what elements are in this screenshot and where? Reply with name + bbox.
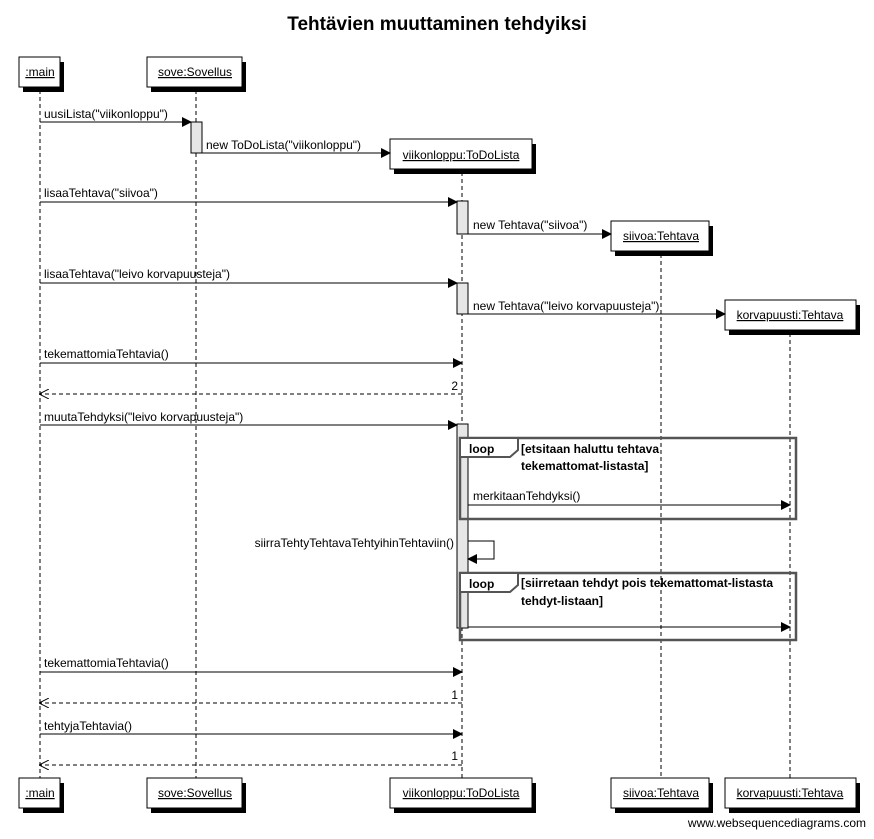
message-8: muutaTehdyksi("leivo korvapuusteja") <box>40 410 458 430</box>
participant-label: :main <box>25 786 54 800</box>
message-label: merkitaanTehdyksi() <box>473 489 580 503</box>
message-4: lisaaTehtava("leivo korvapuusteja") <box>40 267 458 288</box>
activation-sove <box>190 121 203 154</box>
participant-label: viikonloppu:ToDoLista <box>403 786 520 800</box>
message-13: 1 <box>40 688 462 703</box>
participant-label: siivoa:Tehtava <box>623 229 699 243</box>
messages: uusiLista("viikonloppu") new ToDoLista("… <box>40 107 791 765</box>
message-0: uusiLista("viikonloppu") <box>40 107 192 127</box>
message-label: new Tehtava("leivo korvapuusteja") <box>473 299 659 313</box>
message-label: siirraTehtyTehtavaTehtyihinTehtaviin() <box>255 536 454 550</box>
activations <box>190 121 469 629</box>
message-label: tekemattomiaTehtavia() <box>44 347 169 361</box>
participant-siivoa-bottom[interactable]: siivoa:Tehtava <box>610 777 713 813</box>
message-6: tekemattomiaTehtavia() <box>40 347 463 368</box>
activation-viikonloppu-2 <box>456 282 469 315</box>
message-label: 1 <box>451 749 458 763</box>
participant-viikonloppu-bottom[interactable]: viikonloppu:ToDoLista <box>389 777 536 813</box>
message-2: lisaaTehtava("siivoa") <box>40 186 458 207</box>
loop-condition: [siirretaan tehdyt pois tekemattomat-lis… <box>521 576 773 590</box>
loop-frame-1: loop [etsitaan haluttu tehtava tekematto… <box>458 436 798 521</box>
message-label: new Tehtava("siivoa") <box>473 218 587 232</box>
loop-frame-2: loop [siirretaan tehdyt pois tekemattoma… <box>458 571 798 642</box>
loop-condition: tehdyt-listaan] <box>521 594 603 608</box>
loop-condition: [etsitaan haluttu tehtava <box>521 442 659 456</box>
diagram-title: Tehtävien muuttaminen tehdyiksi <box>287 14 586 35</box>
watermark-text[interactable]: www.websequencediagrams.com <box>687 816 866 830</box>
activation-viikonloppu-1 <box>456 200 469 235</box>
message-14: tehtyjaTehtavia() <box>40 719 463 739</box>
message-9: merkitaanTehdyksi() <box>468 489 791 510</box>
participant-boxes-top: :main sove:Sovellus viikonloppu:ToDoList… <box>18 56 860 335</box>
activation-viikonloppu-3 <box>456 423 469 629</box>
message-label: tehtyjaTehtavia() <box>44 719 132 733</box>
participant-label: viikonloppu:ToDoLista <box>403 148 520 162</box>
participant-label: :main <box>25 65 54 79</box>
message-15: 1 <box>40 749 462 765</box>
message-1: new ToDoLista("viikonloppu") <box>202 138 391 158</box>
message-label: 2 <box>451 379 458 393</box>
participant-label: korvapuusti:Tehtava <box>737 308 844 322</box>
participant-label: korvapuusti:Tehtava <box>737 786 844 800</box>
participant-main[interactable]: :main <box>18 56 64 92</box>
message-label: lisaaTehtava("siivoa") <box>44 186 158 200</box>
message-label: new ToDoLista("viikonloppu") <box>206 138 361 152</box>
message-5: new Tehtava("leivo korvapuusteja") <box>468 299 726 319</box>
participant-siivoa[interactable]: siivoa:Tehtava <box>610 220 713 256</box>
participant-korvapuusti[interactable]: korvapuusti:Tehtava <box>724 299 860 335</box>
participant-label: sove:Sovellus <box>158 65 232 79</box>
participant-label: sove:Sovellus <box>158 786 232 800</box>
message-label: uusiLista("viikonloppu") <box>44 107 168 121</box>
participant-main-bottom[interactable]: :main <box>18 777 64 813</box>
participant-label: siivoa:Tehtava <box>623 786 699 800</box>
message-12: tekemattomiaTehtavia() <box>40 656 463 677</box>
message-label: muutaTehdyksi("leivo korvapuusteja") <box>44 410 243 424</box>
message-label: tekemattomiaTehtavia() <box>44 656 169 670</box>
message-label: 1 <box>451 688 458 702</box>
participant-viikonloppu[interactable]: viikonloppu:ToDoLista <box>389 138 536 174</box>
message-3: new Tehtava("siivoa") <box>468 218 612 239</box>
loop-condition: tekemattomat-listasta] <box>521 459 648 473</box>
loop-keyword: loop <box>469 577 494 591</box>
message-7: 2 <box>40 379 462 394</box>
participant-boxes-bottom: :main sove:Sovellus viikonloppu:ToDoList… <box>18 777 860 813</box>
message-10: siirraTehtyTehtavaTehtyihinTehtaviin() <box>255 536 495 564</box>
loop-keyword: loop <box>469 442 494 456</box>
message-label: lisaaTehtava("leivo korvapuusteja") <box>44 267 230 281</box>
participant-korvapuusti-bottom[interactable]: korvapuusti:Tehtava <box>724 777 860 813</box>
participant-sove[interactable]: sove:Sovellus <box>146 56 246 92</box>
participant-sove-bottom[interactable]: sove:Sovellus <box>146 777 246 813</box>
